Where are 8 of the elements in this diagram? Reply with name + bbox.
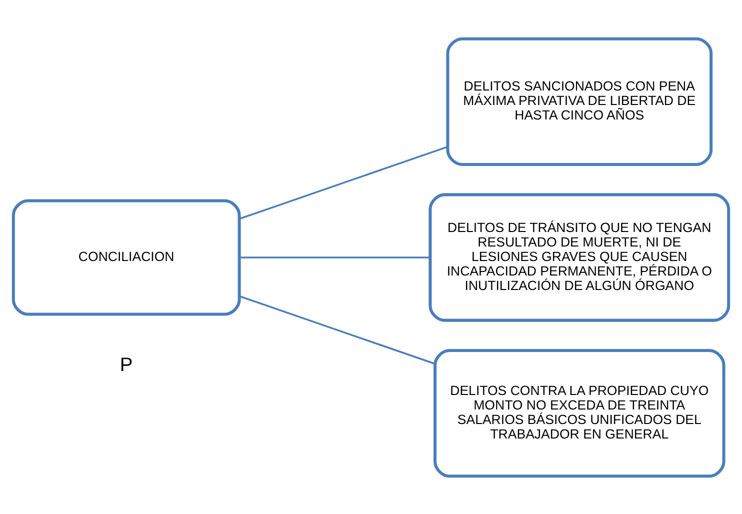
- node-box: DELITOS SANCIONADOS CON PENA MÁXIMA PRIVATIVA DE LIBERTAD DE HASTA CINCO AÑOS: [446, 36, 713, 166]
- node-box: DELITOS DE TRÁNSITO QUE NO TENGAN RESULTADO DE MUERTE, NI DE LESIONES GRAVES QUE CAUSEN INCAPACIDAD PERMANENTE, PÉRDIDA O INUTILIZACIÓN DE ALGÚN ÓRGANO: [428, 192, 730, 322]
- connector: [239, 294, 436, 364]
- connector: [240, 256, 430, 258]
- node-box: CONCILIACION: [12, 198, 241, 316]
- connector: [239, 145, 448, 220]
- label: P: [120, 354, 133, 376]
- node-box: DELITOS CONTRA LA PROPIEDAD CUYO MONTO NO EXCEDA DE TREINTA SALARIOS BÁSICOS UNIFICADOS DEL TRABAJADOR EN GENERAL: [434, 348, 726, 478]
